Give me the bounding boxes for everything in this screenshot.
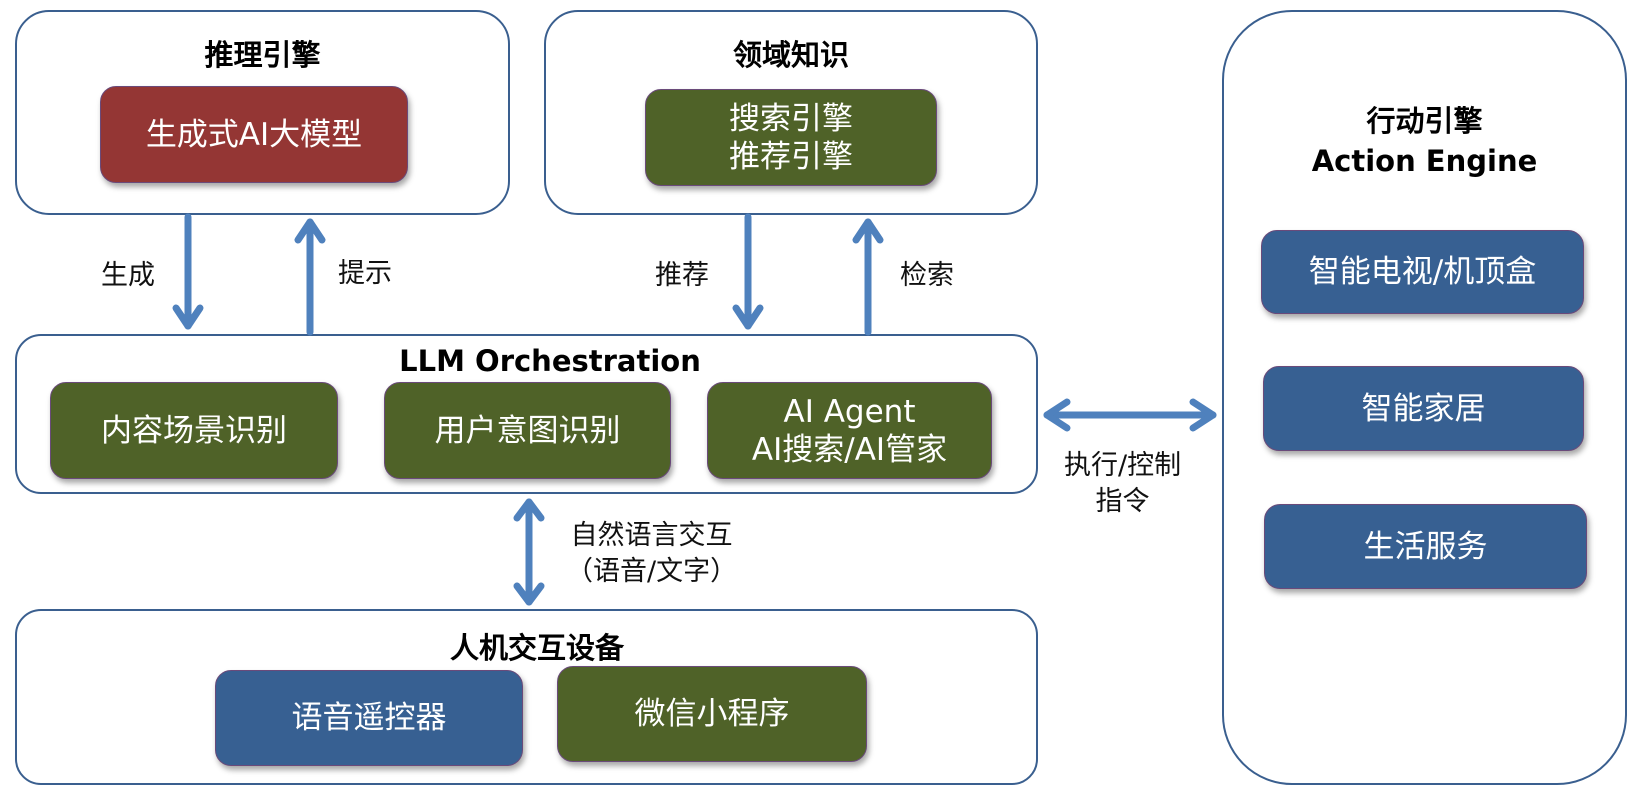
- prompt-arrowhead: [294, 218, 326, 244]
- ai-agent-label: AI Agent: [783, 393, 916, 430]
- nl-interaction-line2: （语音/文字）: [566, 556, 738, 587]
- nl-interaction-label: 自然语言交互 （语音/文字）: [566, 518, 737, 590]
- smart-tv-stb-box: 智能电视/机顶盒: [1261, 230, 1584, 314]
- search-recommend-engine-box: 搜索引擎 推荐引擎: [645, 89, 937, 186]
- exec-control-label: 执行/控制 指令: [1064, 448, 1181, 520]
- retrieve-label: 检索: [900, 260, 954, 291]
- search-engine-label: 搜索引擎: [729, 100, 853, 137]
- domain-knowledge-title: 领域知识: [732, 38, 849, 72]
- generate-label: 生成: [101, 260, 155, 291]
- reasoning-engine-title: 推理引擎: [204, 38, 321, 72]
- exec-arrowhead-left: [1043, 398, 1071, 432]
- hci-devices-title: 人机交互设备: [449, 631, 624, 665]
- nl-arrowhead-up: [513, 498, 545, 522]
- user-intent-recognition-box: 用户意图识别: [384, 382, 671, 479]
- nl-interaction-line1: 自然语言交互: [570, 520, 733, 551]
- smart-tv-stb-label: 智能电视/机顶盒: [1308, 254, 1537, 290]
- ai-agent-box: AI Agent AI搜索/AI管家: [707, 382, 992, 479]
- generative-ai-model-label: 生成式AI大模型: [145, 116, 363, 153]
- user-intent-recognition-label: 用户意图识别: [434, 412, 621, 449]
- voice-remote-label: 语音遥控器: [291, 700, 447, 736]
- nl-arrowhead-down: [513, 582, 545, 606]
- content-scene-recognition-label: 内容场景识别: [101, 412, 287, 449]
- smart-home-box: 智能家居: [1263, 366, 1584, 451]
- generate-arrowhead: [172, 304, 204, 330]
- exec-control-line1: 执行/控制: [1064, 450, 1182, 481]
- life-services-label: 生活服务: [1363, 528, 1488, 565]
- action-engine-title-en: Action Engine: [1311, 144, 1538, 178]
- action-engine-title-cn: 行动引擎: [1366, 104, 1483, 138]
- ai-search-butler-label: AI搜索/AI管家: [751, 431, 948, 468]
- recommend-label: 推荐: [655, 260, 709, 291]
- life-services-box: 生活服务: [1264, 504, 1587, 589]
- recommend-engine-label: 推荐引擎: [729, 138, 853, 175]
- hci-devices-panel: 人机交互设备: [15, 609, 1038, 785]
- generative-ai-model-box: 生成式AI大模型: [100, 86, 408, 183]
- voice-remote-box: 语音遥控器: [215, 670, 523, 766]
- llm-orchestration-title: LLM Orchestration: [399, 344, 701, 378]
- content-scene-recognition-box: 内容场景识别: [50, 382, 338, 479]
- smart-home-label: 智能家居: [1361, 390, 1486, 427]
- wechat-miniprogram-box: 微信小程序: [557, 666, 867, 762]
- exec-control-line2: 指令: [1095, 486, 1150, 517]
- exec-arrowhead-right: [1189, 398, 1217, 432]
- prompt-label: 提示: [338, 258, 392, 289]
- retrieve-arrowhead: [852, 218, 884, 244]
- recommend-arrowhead: [732, 304, 764, 330]
- wechat-miniprogram-label: 微信小程序: [634, 696, 790, 732]
